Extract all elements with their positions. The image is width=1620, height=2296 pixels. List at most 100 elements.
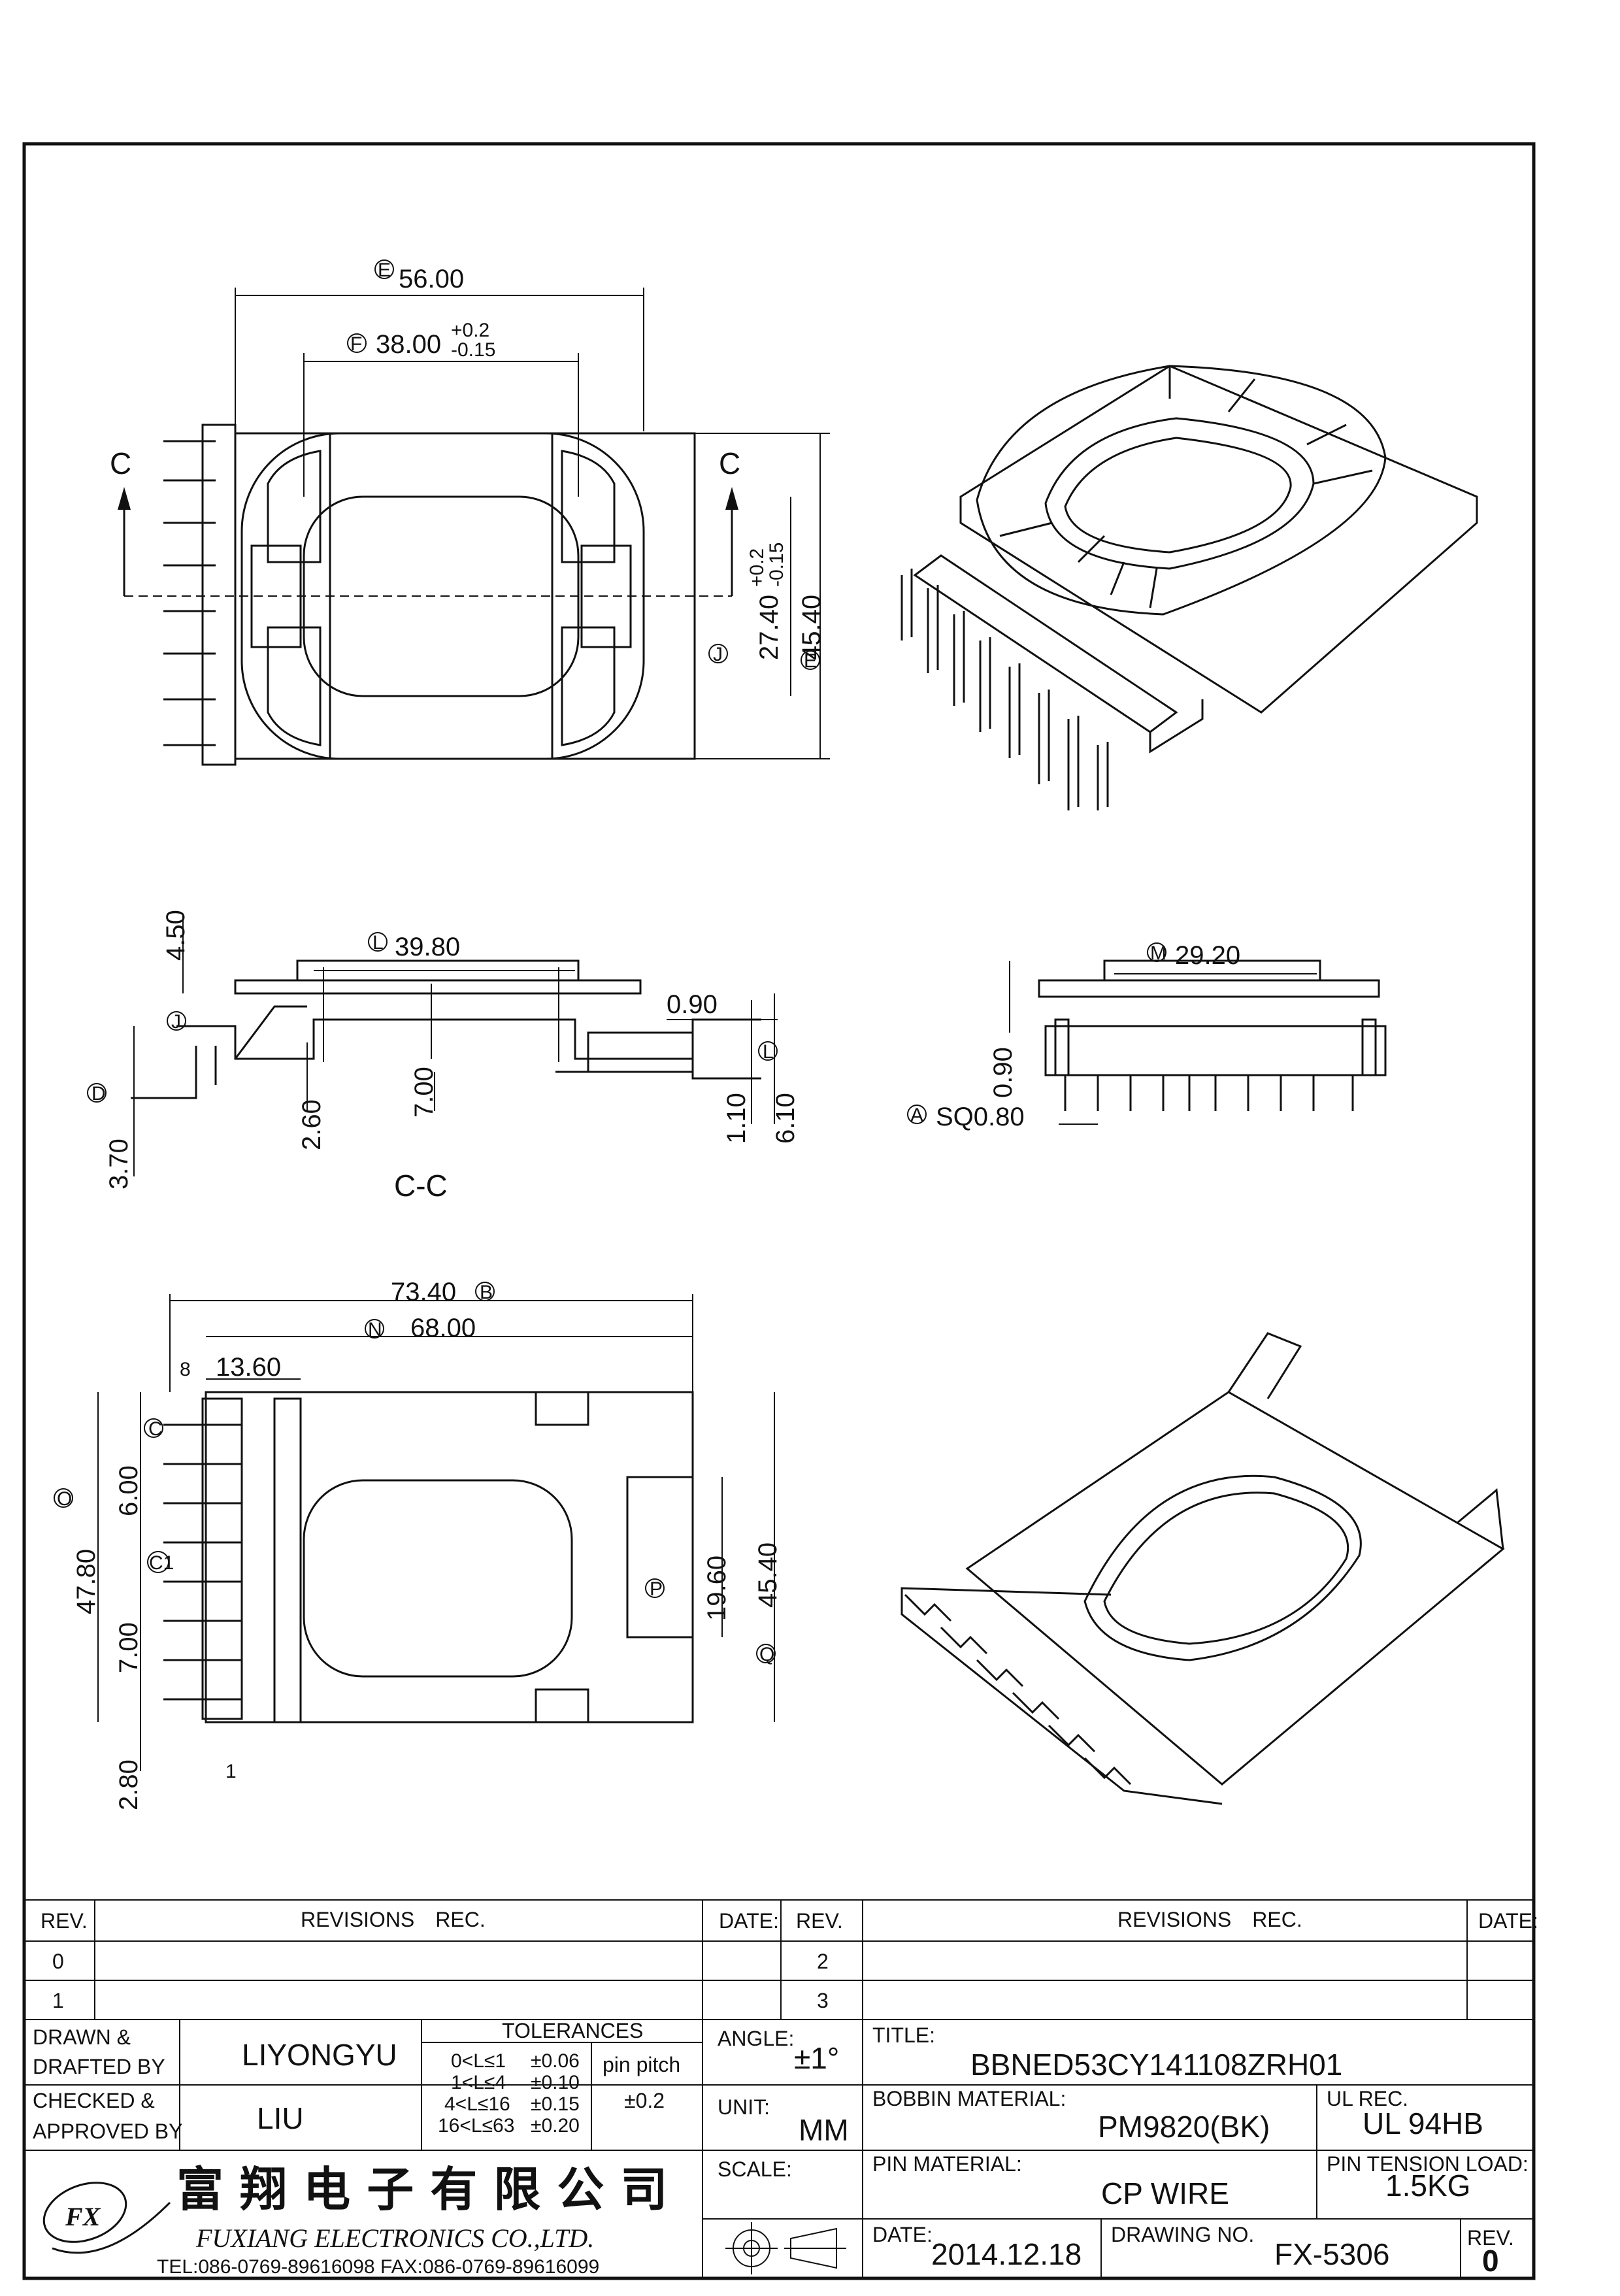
rev-label: REV. [1467, 2226, 1514, 2250]
pin-tension-label: PIN TENSION LOAD: [1327, 2152, 1529, 2176]
dim-label-F: F [350, 333, 362, 355]
dim-label-L-circle [368, 932, 388, 952]
tol-value-3: ±0.15 [531, 2093, 580, 2115]
dim-label-M: M [1150, 942, 1166, 964]
title-block: REV. REVISIONS REC. DATE: REV. REVISIONS… [24, 1899, 1538, 2278]
pin-material-value: CP WIRE [1101, 2176, 1229, 2210]
date-header-left: DATE: [719, 1909, 779, 1933]
dim-label-D-circle [87, 1083, 107, 1103]
dim-38-tol-minus: -0.15 [451, 339, 495, 361]
checked-by: LIU [257, 2101, 304, 2135]
dim-19-60: 19.60 [703, 1556, 731, 1621]
rev-header-right: REV. [796, 1909, 843, 1933]
tolerances-header: TOLERANCES [502, 2019, 643, 2042]
dim-label-O-circle [54, 1488, 73, 1508]
dim-label-A-circle [907, 1105, 927, 1124]
dim-label-Q: Q [759, 1644, 774, 1665]
bobbin-material-value: PM9820(BK) [1098, 2110, 1270, 2144]
company-contact: TEL:086-0769-89616098 FAX:086-0769-89616… [157, 2256, 599, 2278]
dim-label-C-circle [144, 1418, 163, 1438]
dim-label-L2-circle [758, 1041, 778, 1061]
pin-material-label: PIN MATERIAL: [872, 2152, 1022, 2176]
dim-label-Q-circle [756, 1644, 776, 1663]
tol-range-2: 1<L≤4 [451, 2072, 506, 2093]
tol-value-1: ±0.06 [531, 2050, 580, 2072]
dim-27-40: 27.40 [755, 595, 784, 660]
angle-value: ±1° [794, 2041, 839, 2075]
revisions-header-right: REVISIONS REC. [1117, 1908, 1302, 1931]
pin-label-1: 1 [225, 1761, 237, 1782]
ul-rec-value: UL 94HB [1363, 2106, 1483, 2140]
dim-2-80: 2.80 [114, 1759, 143, 1810]
dim-bottom-45-40: 45.40 [753, 1542, 782, 1608]
section-view-cc: 4.50 L 39.80 0.90 J L D 7.00 2.60 3.70 1… [87, 910, 800, 1203]
svg-text:FX: FX [65, 2202, 101, 2231]
drawn-label-2: DRAFTED BY [33, 2055, 165, 2078]
dim-label-J: J [713, 644, 723, 665]
dim-7-00: 7.00 [410, 1067, 438, 1118]
dim-label-M-circle [1147, 942, 1166, 962]
projection-symbol-icon [725, 2222, 846, 2274]
dim-label-C1-circle [147, 1551, 169, 1573]
date-label: DATE: [872, 2223, 933, 2246]
isometric-view-top [901, 365, 1478, 810]
section-marker-right: C [719, 446, 740, 480]
dim-label-B: B [480, 1282, 493, 1303]
drawing-frame [22, 142, 1536, 2280]
dim-6-10: 6.10 [771, 1093, 800, 1144]
bobbin-material-label: BOBBIN MATERIAL: [872, 2087, 1066, 2110]
pin-pitch-label: pin pitch [603, 2053, 680, 2076]
dim-label-J-circle [708, 644, 728, 663]
title-value: BBNED53CY141108ZRH01 [970, 2048, 1342, 2082]
dim-label-E2: E [804, 650, 817, 672]
dim-label-C1: C1 [149, 1552, 174, 1574]
dim-4-50: 4.50 [161, 910, 190, 961]
date-header-right: DATE: [1478, 1909, 1538, 1933]
dim-side-0-90: 0.90 [989, 1047, 1017, 1098]
date-value: 2014.12.18 [931, 2237, 1082, 2271]
dim-label-E: E [378, 259, 391, 281]
dim-label-O: O [57, 1488, 72, 1510]
rev-header-left: REV. [41, 1909, 88, 1933]
pin-tension-value: 1.5KG [1385, 2169, 1470, 2203]
dim-label-D: D [91, 1083, 106, 1105]
tol-value-4: ±0.20 [531, 2115, 580, 2137]
tol-range-3: 4<L≤16 [444, 2093, 510, 2115]
dim-39-80: 39.80 [395, 933, 460, 961]
side-view: M 29.20 0.90 A SQ0.80 [907, 941, 1387, 1131]
dim-label-F-circle [347, 333, 367, 353]
dim-29-20: 29.20 [1175, 941, 1240, 970]
company-name-en: FUXIANG ELECTRONICS CO.,LTD. [195, 2223, 594, 2253]
tol-range-4: 16<L≤63 [438, 2115, 514, 2137]
dim-label-N-circle [365, 1319, 384, 1339]
dim-68-00: 68.00 [410, 1314, 476, 1342]
rev-row-1: 1 [52, 1989, 64, 2012]
bottom-view: 73.40 B N 68.00 13.60 8 1 C O 47.80 6.00… [54, 1278, 782, 1810]
tol-range-1: 0<L≤1 [451, 2050, 506, 2072]
dim-label-B-circle [475, 1282, 495, 1301]
dim-38-tol-plus: +0.2 [451, 320, 489, 341]
checked-label-2: APPROVED BY [33, 2120, 182, 2143]
rev-value: 0 [1482, 2244, 1499, 2278]
pin-pitch-value: ±0.2 [624, 2089, 665, 2112]
tol-value-2: ±0.10 [531, 2072, 580, 2093]
dim-13-60: 13.60 [216, 1353, 281, 1382]
rev-row-2: 2 [817, 1950, 829, 1973]
dim-47-80: 47.80 [72, 1549, 101, 1614]
dim-45-40: 45.40 [797, 595, 826, 660]
unit-label: UNIT: [718, 2095, 770, 2119]
dim-label-L2: L [763, 1041, 774, 1063]
dim-1-10: 1.10 [722, 1093, 751, 1144]
dim-label-E2-circle [801, 650, 820, 670]
dim-bottom-7-00: 7.00 [114, 1622, 143, 1673]
dim-6-00: 6.00 [114, 1465, 143, 1516]
drawn-label-1: DRAWN & [33, 2025, 131, 2049]
dim-27-40-tol-plus: +0.2 [746, 548, 768, 587]
isometric-view-bottom [901, 1332, 1505, 1805]
rev-row-3: 3 [817, 1989, 829, 2012]
dim-label-P-circle [645, 1578, 665, 1598]
dim-38: 38.00 [376, 330, 441, 359]
dim-27-40-tol-minus: -0.15 [766, 542, 787, 587]
dim-label-A: A [910, 1105, 923, 1126]
